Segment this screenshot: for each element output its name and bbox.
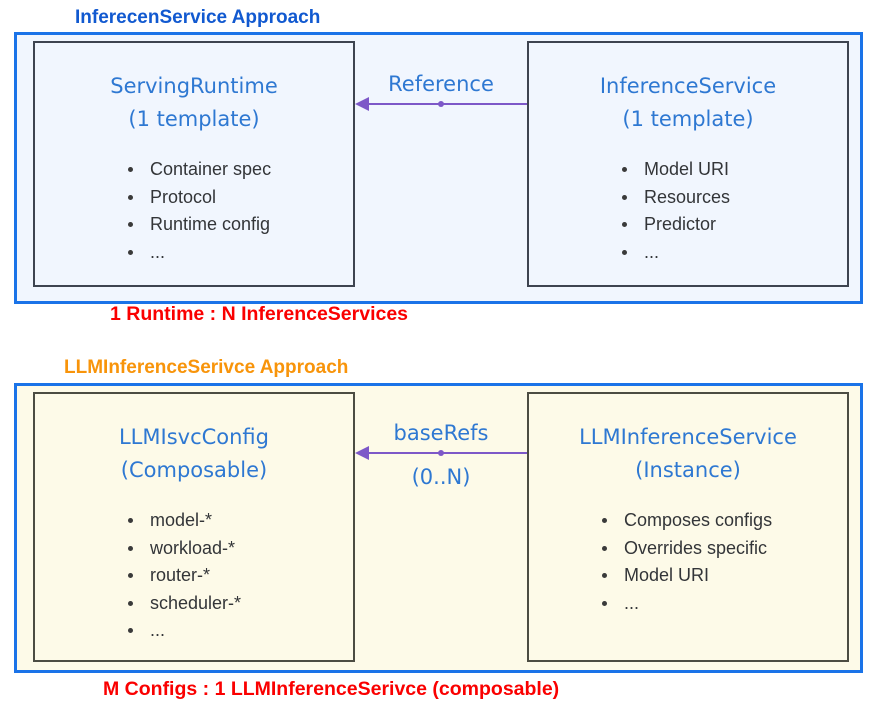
list-item-label: scheduler-*: [150, 592, 242, 613]
arrow-sublabel: (0..N): [411, 465, 471, 489]
section2-caption: M Configs : 1 LLMInferenceSerivce (compo…: [103, 678, 560, 700]
bullet-dot-icon: [622, 222, 627, 228]
bullet-dot-icon: [622, 167, 627, 173]
bullet-dot-icon: [602, 545, 607, 551]
bullet-dot-icon: [622, 194, 627, 200]
list-item: Resources: [622, 184, 847, 212]
section1-heading: InferecenService Approach: [75, 7, 321, 28]
servingruntime-box: ServingRuntime (1 template) Container sp…: [33, 41, 355, 287]
list-item: ...: [622, 239, 847, 267]
list-item: Predictor: [622, 211, 847, 239]
list-item: Model URI: [602, 562, 847, 590]
bullet-dot-icon: [128, 194, 133, 200]
list-item: Overrides specific: [602, 535, 847, 563]
list-item: model-*: [128, 507, 353, 535]
list-item-label: router-*: [150, 565, 211, 585]
list-item-label: Runtime config: [150, 214, 271, 234]
bullet-list: model-* workload-* router-* scheduler-* …: [128, 507, 353, 645]
list-item-label: Overrides specific: [624, 537, 768, 558]
bullet-dot-icon: [602, 518, 607, 524]
bullet-dot-icon: [128, 167, 133, 173]
list-item-label: Model URI: [644, 159, 730, 179]
list-item-label: ...: [150, 620, 166, 640]
list-item-label: Model URI: [624, 565, 710, 585]
box-title: LLMIsvcConfig: [118, 425, 269, 449]
section2-panel: LLMIsvcConfig (Composable) model-* workl…: [14, 383, 863, 673]
list-item: Protocol: [128, 184, 353, 212]
bullet-dot-icon: [602, 573, 607, 579]
bullet-dot-icon: [128, 573, 133, 579]
arrow-label: baseRefs: [393, 421, 489, 445]
list-item: router-*: [128, 562, 353, 590]
bullet-dot-icon: [128, 600, 133, 606]
box-subtitle: (1 template): [622, 107, 754, 131]
list-item-label: ...: [624, 592, 640, 613]
section2-heading: LLMInferenceSerivce Approach: [64, 357, 349, 378]
list-item: ...: [128, 239, 353, 267]
bullet-dot-icon: [128, 518, 133, 524]
arrow-midpoint-dot: [438, 450, 444, 456]
list-item: Runtime config: [128, 211, 353, 239]
bullet-dot-icon: [128, 249, 133, 255]
left-arrow-icon: [355, 97, 527, 111]
list-item: ...: [602, 590, 847, 618]
box-title: LLMInferenceService: [579, 425, 797, 449]
list-item: workload-*: [128, 535, 353, 563]
section1-panel: ServingRuntime (1 template) Container sp…: [14, 32, 863, 304]
bullet-list: Model URI Resources Predictor ...: [622, 156, 847, 266]
bullet-dot-icon: [128, 545, 133, 551]
list-item-label: Protocol: [150, 186, 217, 207]
list-item: scheduler-*: [128, 590, 353, 618]
llminferenceservice-box: LLMInferenceService (Instance) Composes …: [527, 392, 849, 662]
list-item-label: Composes configs: [624, 510, 773, 530]
arrow-shaft: [363, 452, 527, 454]
bullet-list: Composes configs Overrides specific Mode…: [602, 507, 847, 617]
list-item: Model URI: [622, 156, 847, 184]
inferenceservice-box: InferenceService (1 template) Model URI …: [527, 41, 849, 287]
box-subtitle: (Instance): [635, 458, 741, 482]
box-subtitle: (Composable): [120, 458, 268, 482]
list-item-label: workload-*: [150, 537, 236, 558]
list-item: Composes configs: [602, 507, 847, 535]
list-item-label: Resources: [644, 186, 731, 207]
baserefs-arrow: baseRefs (0..N): [355, 420, 527, 490]
arrowhead-icon: [355, 97, 369, 111]
bullet-list: Container spec Protocol Runtime config .…: [128, 156, 353, 266]
section1-caption: 1 Runtime : N InferenceServices: [110, 303, 409, 325]
box-subtitle: (1 template): [128, 107, 260, 131]
list-item-label: model-*: [150, 510, 213, 530]
bullet-dot-icon: [128, 628, 133, 634]
bullet-dot-icon: [128, 222, 133, 228]
arrow-midpoint-dot: [438, 101, 444, 107]
bullet-dot-icon: [602, 600, 607, 606]
list-item: Container spec: [128, 156, 353, 184]
reference-arrow: Reference: [355, 71, 527, 111]
arrowhead-icon: [355, 446, 369, 460]
list-item-label: Predictor: [644, 214, 717, 234]
arrow-shaft: [363, 103, 527, 105]
list-item-label: ...: [644, 241, 660, 262]
llmisvcconfig-box: LLMIsvcConfig (Composable) model-* workl…: [33, 392, 355, 662]
arrow-label: Reference: [388, 72, 494, 96]
list-item-label: ...: [150, 241, 166, 262]
bullet-dot-icon: [622, 249, 627, 255]
list-item: ...: [128, 617, 353, 645]
left-arrow-icon: [355, 446, 527, 460]
box-title: ServingRuntime: [110, 74, 278, 98]
box-title: InferenceService: [599, 74, 777, 98]
list-item-label: Container spec: [150, 159, 272, 179]
